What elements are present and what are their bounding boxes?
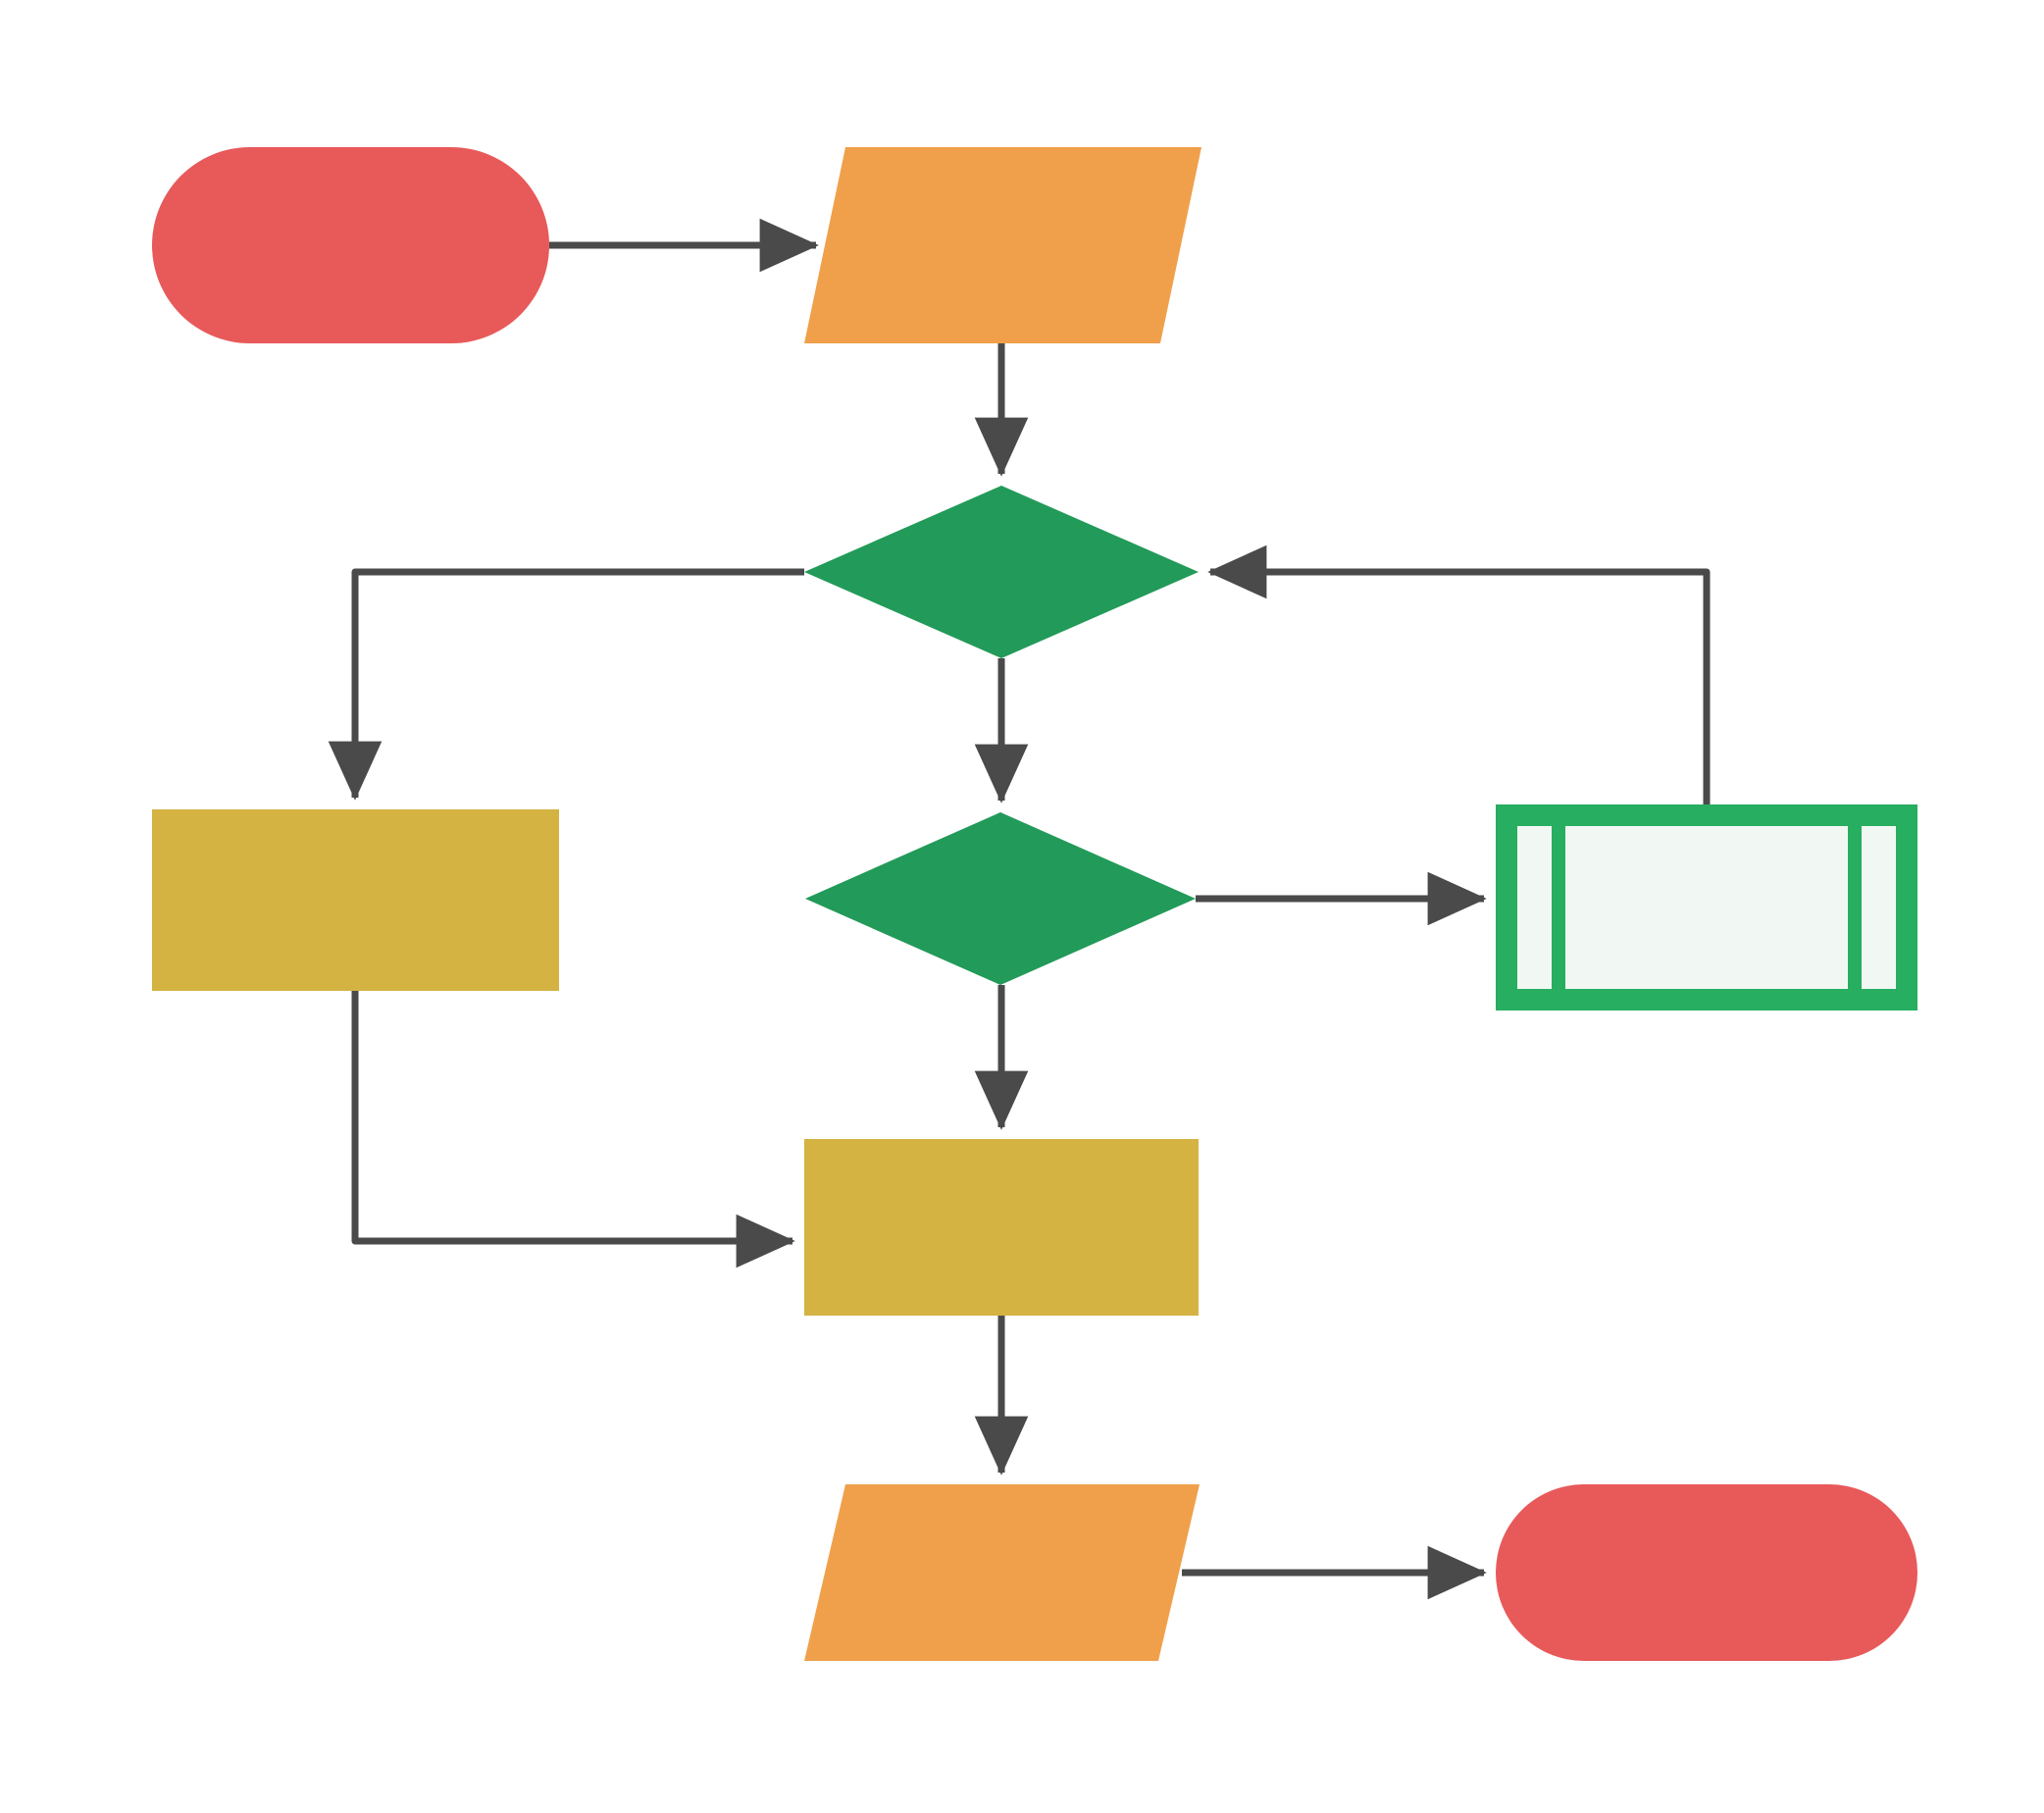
end-terminator[interactable]	[1496, 1484, 1917, 1661]
start-terminator[interactable]	[152, 147, 549, 343]
process-rect-left-shape[interactable]	[152, 809, 559, 991]
predefined-process-box[interactable]	[1496, 804, 1917, 1010]
predefined-process-outer-frame[interactable]	[1496, 804, 1917, 1010]
nodes-layer	[152, 147, 1917, 1661]
end-terminator-shape[interactable]	[1496, 1484, 1917, 1661]
start-terminator-shape[interactable]	[152, 147, 549, 343]
edge-subroutine-loopback-to-decision1	[1207, 544, 1711, 804]
process-rect-center-shape[interactable]	[804, 1139, 1199, 1316]
decision-diamond-secondary-shape[interactable]	[805, 812, 1196, 985]
output-parallelogram-shape[interactable]	[804, 1484, 1200, 1661]
decision-diamond-primary[interactable]	[804, 486, 1199, 658]
edge-process-left-to-process-center	[351, 991, 795, 1269]
decision-diamond-secondary[interactable]	[805, 812, 1196, 985]
decision-diamond-primary-shape[interactable]	[804, 486, 1199, 658]
edges-layer	[328, 218, 1711, 1600]
input-parallelogram-shape[interactable]	[804, 147, 1201, 343]
output-parallelogram[interactable]	[804, 1484, 1200, 1661]
process-rect-left[interactable]	[152, 809, 559, 991]
process-rect-center[interactable]	[804, 1139, 1199, 1316]
edge-decision1-to-process-left	[328, 568, 804, 801]
input-parallelogram[interactable]	[804, 147, 1201, 343]
